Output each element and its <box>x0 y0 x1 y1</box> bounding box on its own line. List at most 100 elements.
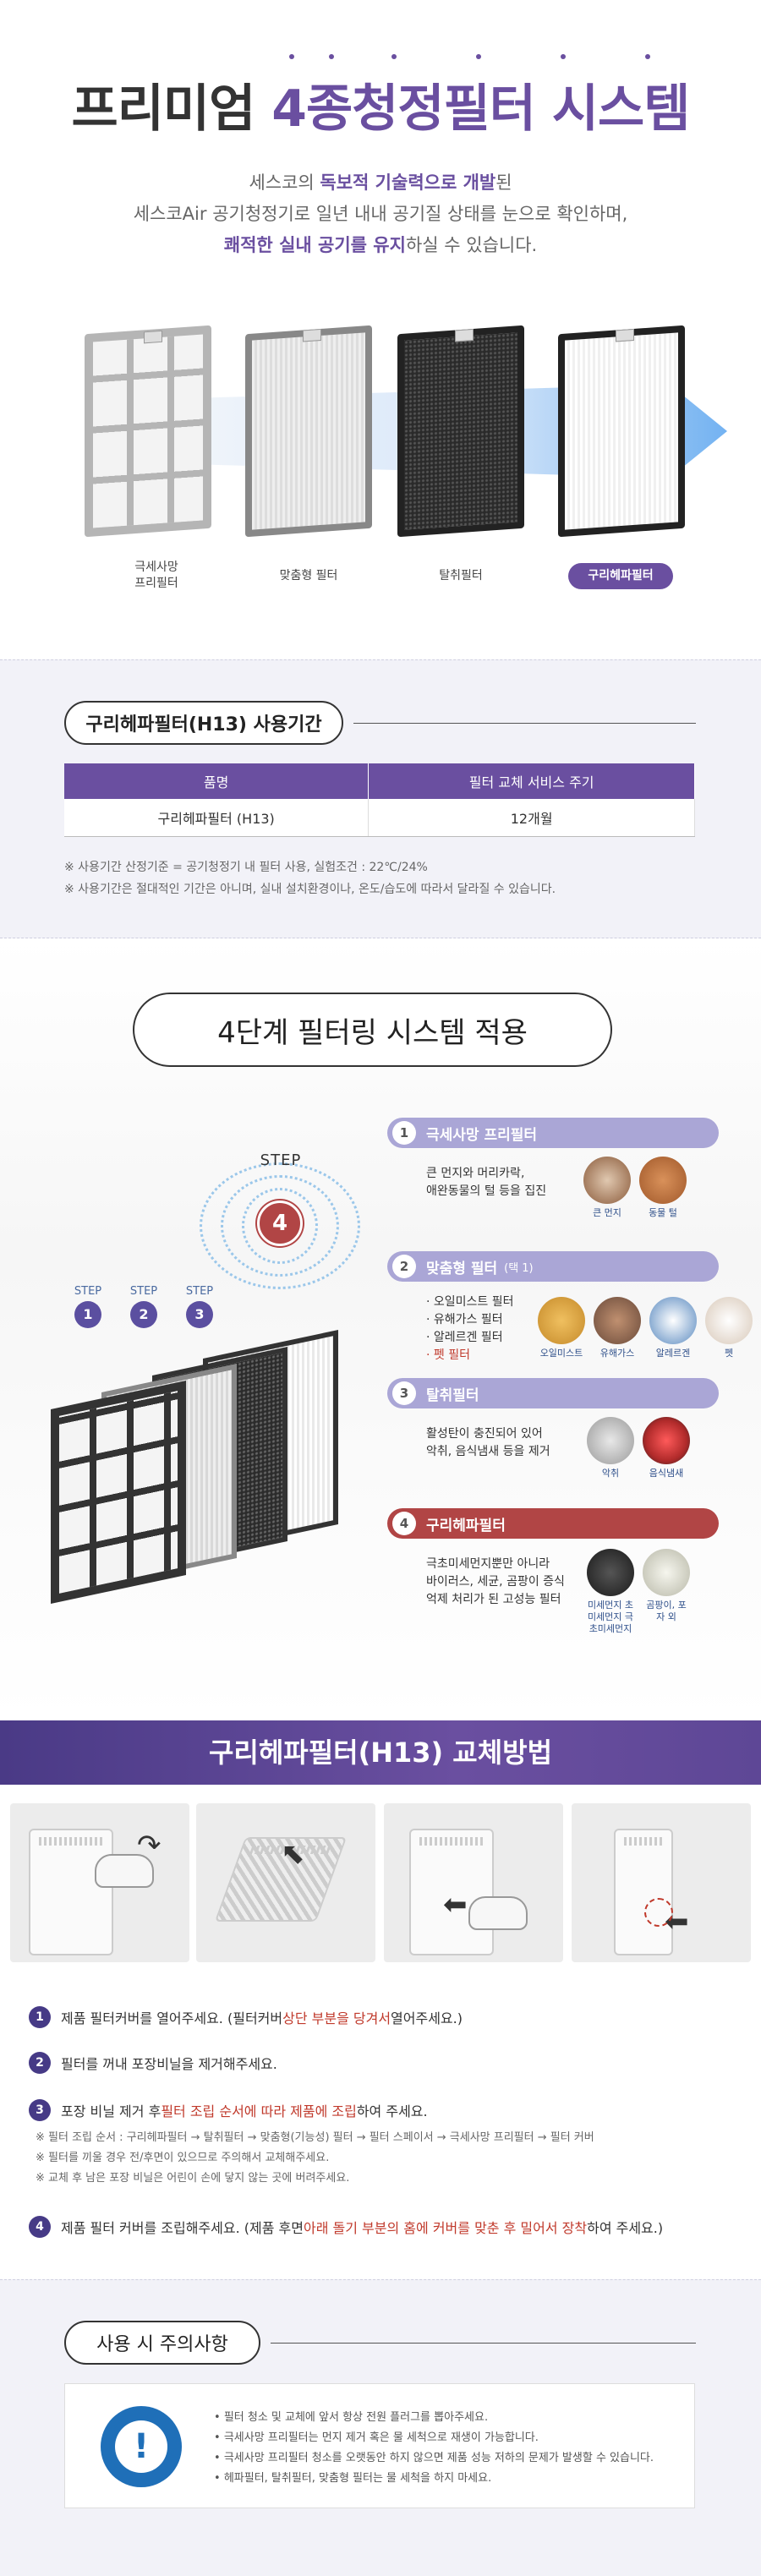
table-header: 품명 <box>64 763 370 799</box>
usage-notes: ※ 사용기간 산정기준 = 공기청정기 내 필터 사용, 실험조건 : 22℃/… <box>64 856 556 900</box>
table-cell: 구리헤파필터 (H13) <box>64 799 370 837</box>
caution-list: 필터 청소 및 교체에 앞서 항상 전원 플러그를 뽑아주세요. 극세사망 프리… <box>214 2408 654 2489</box>
filter-label-3: 탈취필터 <box>439 569 483 582</box>
step-4-badge: 4 <box>257 1200 303 1246</box>
exclamation-icon: ! <box>101 2406 182 2487</box>
hand-graphic <box>468 1896 528 1930</box>
hero-title: 프리미엄 4종 청정필터 시스템 <box>0 54 761 141</box>
step-1-icons: 큰 먼지 동물 털 <box>583 1157 687 1219</box>
usage-period-section: 구리헤파필터(H13) 사용기간 품명 필터 교체 서비스 주기 구리헤파필터 … <box>0 659 761 938</box>
step-2-text: · 오일미스트 필터· 유해가스 필터· 알레르겐 필터· 펫 필터 <box>426 1295 514 1362</box>
table-header-row: 품명 필터 교체 서비스 주기 <box>64 763 695 799</box>
hero-desc-line-3: 쾌적한 실내 공기를 유지하실 수 있습니다. <box>0 230 761 261</box>
step-photo-4: ⬅ <box>572 1803 751 1962</box>
note: ※ 필터를 끼울 경우 전/후면이 있으므로 주의해서 교체해주세요. <box>36 2152 330 2164</box>
step-2-icons: 오일미스트 유해가스 알레르겐 펫 <box>538 1297 753 1359</box>
step-3-icons: 악취 음식냄새 <box>587 1417 690 1479</box>
purifier-device <box>614 1829 673 1955</box>
step-photo-1: ↷ <box>10 1803 189 1962</box>
usage-title: 구리헤파필터(H13) 사용기간 <box>64 701 343 745</box>
filter-label-2: 맞춤형 필터 <box>279 569 338 582</box>
hero-title-post: 청정필터 시스템 <box>352 79 690 139</box>
deodorizing-filter-illustration <box>397 325 524 538</box>
curve-arrow-icon: ↷ <box>137 1829 162 1862</box>
purifier-device <box>29 1829 113 1955</box>
note: ※ 교체 후 남은 포장 비닐은 어린이 손에 닿지 않는 곳에 버려주세요. <box>36 2172 350 2185</box>
hero-desc-line-2: 세스코Air 공기청정기로 일년 내내 공기질 상태를 눈으로 확인하며, <box>0 199 761 230</box>
food-smell-icon: 음식냄새 <box>643 1417 690 1479</box>
title-dots-2 <box>352 54 689 59</box>
filter-label-4: 구리헤파필터 <box>568 563 673 589</box>
usage-table: 품명 필터 교체 서비스 주기 구리헤파필터 (H13) 12개월 <box>64 763 695 837</box>
caution-title: 사용 시 주의사항 <box>64 2321 260 2365</box>
hero-title-pre: 프리미엄 <box>71 79 272 139</box>
highlight-circle <box>644 1898 673 1927</box>
fine-dust-icon: 미세먼지 초미세먼지 극초미세먼지 <box>587 1549 634 1635</box>
step-photo-3: ⬅ <box>384 1803 563 1962</box>
allergen-icon: 알레르겐 <box>649 1297 697 1359</box>
step-photo-2: ⬉ <box>196 1803 375 1962</box>
title-dots <box>271 54 352 59</box>
list-item: 극세사망 프리필터 청소를 오랫동안 하지 않으면 제품 성능 저하의 문제가 … <box>214 2448 654 2469</box>
hepa-filter-illustration <box>558 325 685 538</box>
up-arrow-icon: ⬉ <box>281 1837 305 1871</box>
filtering-title: 4단계 필터링 시스템 적용 <box>133 993 612 1067</box>
fur-icon: 동물 털 <box>639 1157 687 1219</box>
dust-icon: 큰 먼지 <box>583 1157 631 1219</box>
list-item: 헤파필터, 탈취필터, 맞춤형 필터는 물 세척을 하지 마세요. <box>214 2469 654 2489</box>
purifier-device <box>409 1829 494 1955</box>
desc-text: 세스코Air 공기청정기로 일년 내내 공기질 상태를 눈으로 확인하며, <box>133 204 628 224</box>
hero-title-accent: 4종 <box>271 54 353 141</box>
desc-text: 된 <box>495 172 512 193</box>
filter-stack-illustration <box>51 1329 355 1605</box>
desc-highlight: 독보적 기술력으로 개발 <box>320 172 496 193</box>
hero-title-accent-text: 4종 <box>271 79 353 139</box>
replacement-banner: 구리헤파필터(H13) 교체방법 <box>0 1720 761 1785</box>
note: ※ 필터 조립 순서 : 구리헤파필터 → 탈취필터 → 맞춤형(기능성) 필터… <box>36 2131 594 2144</box>
caution-box: ! 필터 청소 및 교체에 앞서 항상 전원 플러그를 뽑아주세요. 극세사망 … <box>64 2383 695 2508</box>
oil-mist-icon: 오일미스트 <box>538 1297 585 1359</box>
desc-text: 세스코의 <box>249 172 320 193</box>
table-row: 구리헤파필터 (H13) 12개월 <box>64 799 695 837</box>
custom-filter-illustration <box>245 325 372 538</box>
hero-description: 세스코의 독보적 기술력으로 개발된 세스코Air 공기청정기로 일년 내내 공… <box>0 167 761 261</box>
mold-icon: 곰팡이, 포자 외 <box>643 1549 690 1635</box>
list-item: 필터 청소 및 교체에 앞서 항상 전원 플러그를 뽑아주세요. <box>214 2408 654 2428</box>
hand-graphic <box>95 1854 154 1888</box>
hero-section: 프리미엄 4종 청정필터 시스템 세스코의 독보적 기술력으로 개발된 세스코A… <box>0 0 761 659</box>
caution-section: 사용 시 주의사항 ! 필터 청소 및 교체에 앞서 항상 전원 플러그를 뽑아… <box>0 2279 761 2576</box>
note: ※ 사용기간은 절대적인 기간은 아니며, 실내 설치환경이나, 온도/습도에 … <box>64 883 556 896</box>
note: ※ 사용기간 산정기준 = 공기청정기 내 필터 사용, 실험조건 : 22℃/… <box>64 861 428 874</box>
pre-filter-layer <box>51 1380 186 1605</box>
divider <box>271 2343 696 2344</box>
desc-highlight: 쾌적한 실내 공기를 유지 <box>223 235 406 255</box>
desc-text: 하실 수 있습니다. <box>405 235 538 255</box>
odor-icon: 악취 <box>587 1417 634 1479</box>
table-header: 필터 교체 서비스 주기 <box>368 763 695 799</box>
list-item: 극세사망 프리필터는 먼지 제거 혹은 물 세척으로 재생이 가능합니다. <box>214 2428 654 2448</box>
table-cell: 12개월 <box>368 799 695 837</box>
left-arrow-icon: ⬅ <box>443 1888 468 1922</box>
ripple-graphic <box>191 1162 369 1289</box>
divider <box>353 723 696 724</box>
pre-filter-illustration <box>85 325 211 538</box>
step4-label: STEP <box>260 1151 302 1169</box>
harmful-gas-icon: 유해가스 <box>594 1297 641 1359</box>
